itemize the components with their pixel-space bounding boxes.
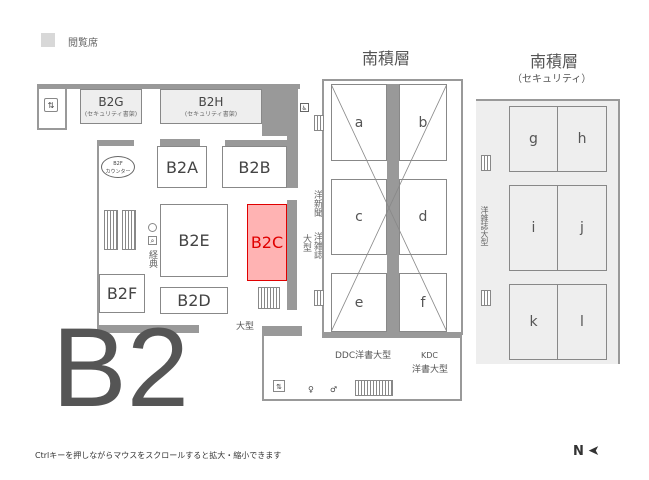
legend-label: 閲覧席 [68,38,98,49]
label-yozasshi-oogata: 洋雑誌大型 [480,206,489,246]
north-arrow-icon: ➤ [588,443,600,459]
wall [97,140,101,335]
floor-label: B2 [52,305,189,430]
stairs [258,287,280,309]
shelf-g[interactable]: g [509,106,558,172]
cd-icon [148,223,157,232]
label-kdc: KDC [421,351,438,360]
restroom-icon: ♀ [308,385,314,394]
legend-swatch [41,33,55,47]
cross-line [331,84,447,332]
shelf-b[interactable]: b [399,84,447,161]
shelf-e[interactable]: e [331,273,387,332]
room-b2d[interactable]: B2D [160,287,228,314]
label-oogata: 大型 [236,322,255,332]
room-sublabel: (セキュリティ書架) [184,111,238,118]
stairs [355,380,393,396]
wall [160,139,200,146]
room-b2g[interactable]: B2G (セキュリティ書架) [80,89,142,124]
stairs [314,290,324,306]
room-sublabel: (セキュリティ書架) [84,111,138,118]
label-oogata2: 大型 [301,234,311,252]
counter-line1: B2F [113,161,123,167]
shelf-f[interactable]: f [399,273,447,332]
elevator-icon: ⇅ [273,380,285,392]
restroom-icon: ♂ [330,385,338,394]
room-b2b[interactable]: B2B [222,146,287,188]
counter[interactable]: B2F カウンター [101,156,135,178]
stairs [122,210,136,250]
label-ddc: DDC洋書大型 [335,351,392,361]
shelf-k[interactable]: k [509,284,558,360]
room-label: B2H [198,95,224,109]
closed-cross [331,84,447,332]
wall [262,326,302,336]
wall [287,88,298,188]
counter-line2: カウンター [105,169,131,175]
room-b2c[interactable]: B2C [247,204,287,281]
zoom-hint: Ctrlキーを押しながらマウスをスクロールすると拡大・縮小できます [35,451,282,460]
shelf-j[interactable]: j [557,185,607,271]
wall [37,84,300,89]
shelf-i[interactable]: i [509,185,558,271]
stairs [314,115,324,131]
shelf-h[interactable]: h [557,106,607,172]
wall [322,332,462,338]
stairs [104,210,118,250]
label-yozasshi: 洋雑誌 [312,232,322,259]
room-b2e[interactable]: B2E [160,204,228,277]
stairs [481,155,491,171]
room-label: B2G [98,95,124,109]
wall [99,325,199,333]
wall [225,140,287,146]
wall [99,140,134,146]
label-kdc-sub: 洋書大型 [412,365,449,375]
stairs [481,290,491,306]
room-b2a[interactable]: B2A [157,146,207,188]
north-label: N [573,444,584,459]
room-b2h[interactable]: B2H (セキュリティ書架) [160,89,262,124]
south-stack-title: 南積層 [362,49,411,68]
south-stack [322,79,463,335]
shelf-a[interactable]: a [331,84,387,161]
security-stack-title: 南積層 [530,52,579,71]
accessible-icon: ♿ [300,103,309,112]
label-yoshinbun: 洋新聞 [312,190,322,217]
elevator-icon: ⇅ [44,98,58,112]
wall [287,200,297,310]
wall [37,84,67,130]
security-stack-subtitle: （セキュリティ） [512,74,592,85]
label-keishin: 経典 [147,250,157,268]
pillar [387,84,399,332]
bottom-area [262,333,462,401]
room-b2f[interactable]: B2F [99,274,145,313]
shelf-d[interactable]: d [399,179,447,255]
search-icon: ⌕ [148,236,157,245]
shelf-c[interactable]: c [331,179,387,255]
shelf-l[interactable]: l [557,284,607,360]
